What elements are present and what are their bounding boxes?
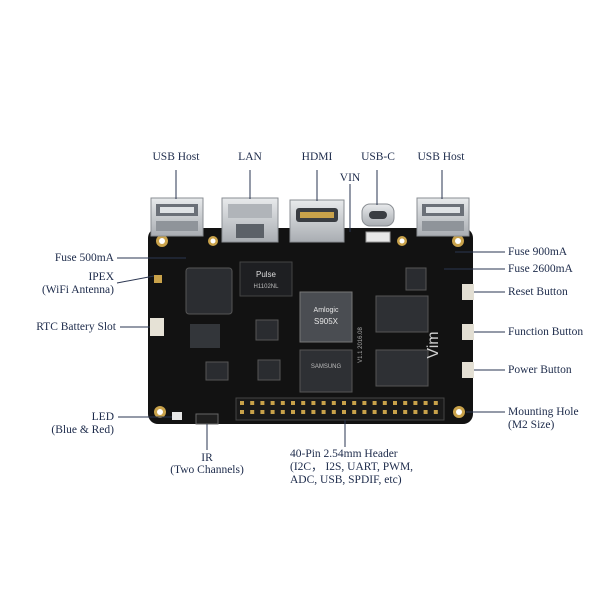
header-pin <box>362 401 367 405</box>
label-header-line1: 40-Pin 2.54mm Header <box>290 448 398 460</box>
version-silk-text: V1.1 2016.08 <box>358 326 364 362</box>
header-pin <box>382 401 387 405</box>
pin-header <box>235 397 445 421</box>
label-mounting-sub: (M2 Size) <box>508 419 555 431</box>
led-component <box>172 412 182 420</box>
header-pin <box>372 401 377 405</box>
mag-model-text: H1102NL <box>254 284 280 290</box>
side-buttons <box>462 284 474 378</box>
header-pin <box>423 401 428 405</box>
label-function: Function Button <box>508 326 584 338</box>
header-pin <box>382 410 387 414</box>
label-mounting: Mounting Hole <box>508 406 579 418</box>
mag-brand-text: Pulse <box>256 270 277 279</box>
label-led: LED <box>91 411 114 423</box>
wifi-module <box>185 267 233 315</box>
header-pin <box>423 410 428 414</box>
label-fuse-500: Fuse 500mA <box>54 252 114 264</box>
header-pin <box>291 410 295 414</box>
soc-model-text: S905X <box>314 317 339 326</box>
label-ipex-sub: (WiFi Antenna) <box>41 284 114 296</box>
mounting-holes <box>154 235 465 418</box>
ram-brand-text: SAMSUNG <box>311 364 342 370</box>
header-pin <box>301 401 306 405</box>
usb-c-port <box>361 203 395 243</box>
label-hdmi: HDMI <box>301 151 333 163</box>
header-pin <box>342 401 346 405</box>
header-pin <box>250 401 255 405</box>
label-usb-host-left: USB Host <box>152 151 200 163</box>
header-pin <box>372 410 377 414</box>
header-pin <box>240 410 244 414</box>
header-pin <box>413 401 418 405</box>
label-ir-sub: (Two Channels) <box>170 464 244 476</box>
label-ipex: IPEX <box>88 271 114 283</box>
header-pin <box>352 401 357 405</box>
magnetics-chip: Pulse H1102NL <box>239 261 293 297</box>
header-pin <box>280 410 285 414</box>
memory-chips: SAMSUNG <box>299 295 429 393</box>
header-pin <box>362 410 367 414</box>
label-usb-host-right: USB Host <box>417 151 465 163</box>
header-pin <box>403 410 408 414</box>
label-rtc: RTC Battery Slot <box>36 321 116 333</box>
label-reset: Reset Button <box>508 286 568 298</box>
soc-chip: Amlogic S905X <box>299 291 353 343</box>
leader-lines <box>116 170 505 450</box>
header-pin <box>331 410 336 414</box>
header-pin <box>280 401 285 405</box>
header-pin <box>270 410 275 414</box>
header-pin <box>393 401 397 405</box>
brand-silk-text: Vim <box>425 331 442 358</box>
usb-host-right-port <box>416 197 470 237</box>
soc-brand-text: Amlogic <box>314 307 339 314</box>
header-pin <box>403 401 408 405</box>
label-header-line2: (I2C， I2S, UART, PWM, <box>290 461 414 473</box>
label-power: Power Button <box>508 364 572 376</box>
usb-host-left-port <box>150 197 204 237</box>
header-pin <box>311 401 316 405</box>
label-fuse-2600: Fuse 2600mA <box>508 263 573 275</box>
header-pin <box>413 410 418 414</box>
header-pin <box>270 401 275 405</box>
header-pin <box>331 401 336 405</box>
header-pin <box>301 410 306 414</box>
header-pin <box>393 410 397 414</box>
ir-receiver <box>195 413 219 425</box>
label-lan: LAN <box>238 151 262 163</box>
header-pin <box>433 401 438 405</box>
header-pin <box>260 401 265 405</box>
header-pin <box>433 410 438 414</box>
misc-components <box>150 267 427 381</box>
header-pin <box>321 410 326 414</box>
label-fuse-900: Fuse 900mA <box>508 246 568 258</box>
header-pin <box>240 401 244 405</box>
label-led-sub: (Blue & Red) <box>51 424 114 436</box>
label-usb-c: USB-C <box>361 151 395 163</box>
header-pin <box>311 410 316 414</box>
label-ir: IR <box>201 452 213 464</box>
header-pin <box>342 410 346 414</box>
header-pin <box>260 410 265 414</box>
header-pin <box>352 410 357 414</box>
hdmi-port <box>289 199 345 243</box>
header-pin <box>291 401 295 405</box>
label-header-line3: ADC, USB, SPDIF, etc) <box>290 474 402 486</box>
header-pin <box>250 410 255 414</box>
lan-port <box>221 197 279 243</box>
header-pin <box>321 401 326 405</box>
label-vin: VIN <box>339 172 361 184</box>
